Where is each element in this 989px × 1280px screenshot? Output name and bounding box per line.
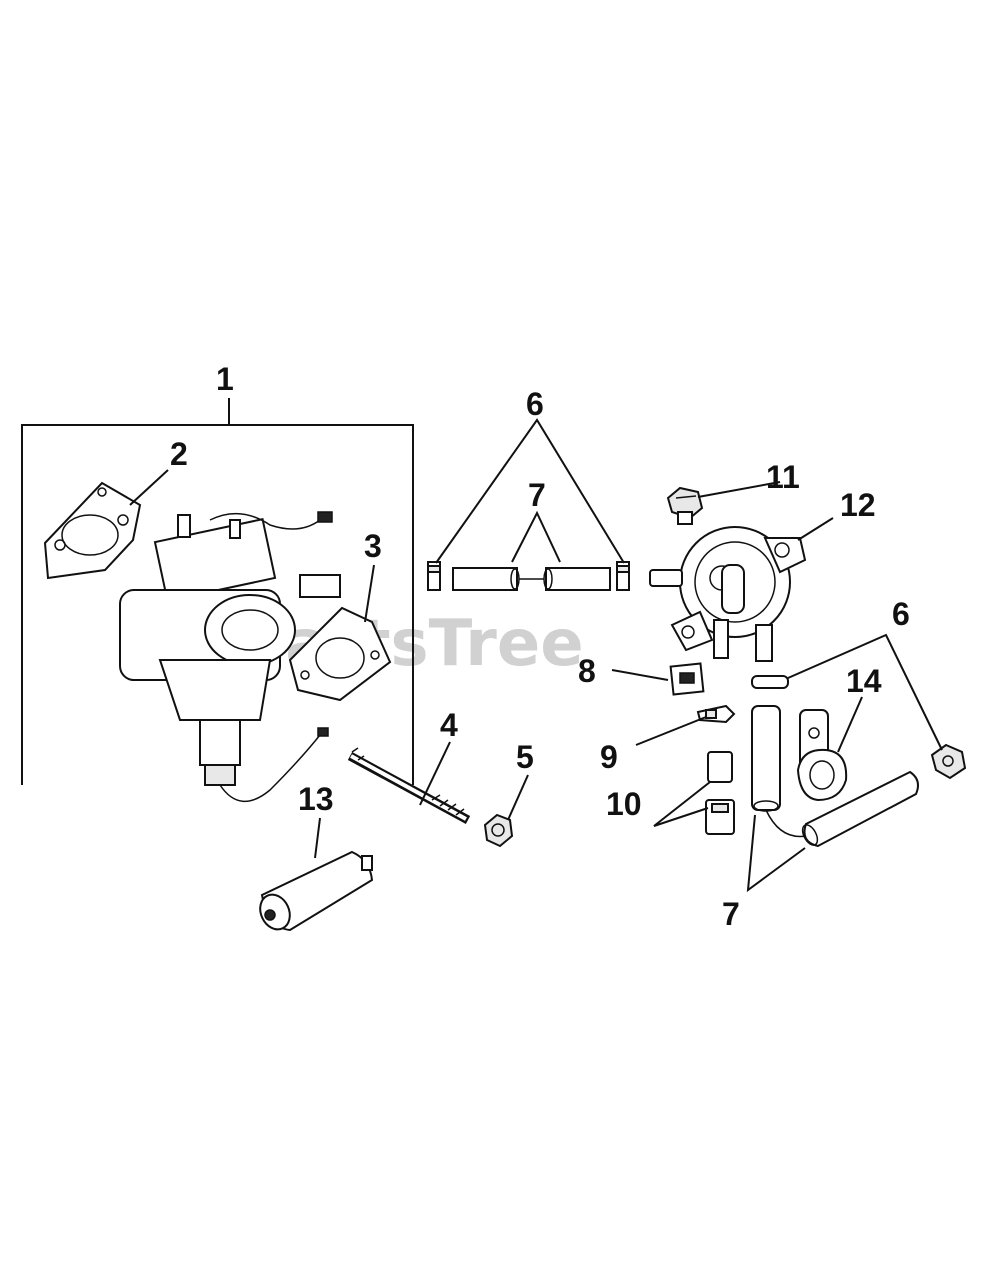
- callout-11[interactable]: 11: [766, 459, 800, 495]
- fitting-11[interactable]: [666, 486, 704, 525]
- hose-clamp-6-left[interactable]: [427, 561, 441, 591]
- gasket-3[interactable]: [288, 606, 392, 702]
- hose-clamp-6-right[interactable]: [616, 561, 630, 591]
- callout-2[interactable]: 2: [170, 436, 188, 472]
- hose-connector: [765, 809, 807, 838]
- hose-clamp-6-large[interactable]: [930, 743, 967, 780]
- carburetor-assembly-bracket: [21, 398, 414, 785]
- callout-1[interactable]: 1: [216, 361, 234, 397]
- callout-14[interactable]: 14: [846, 663, 882, 699]
- callout-7-top[interactable]: 7: [528, 477, 546, 513]
- callout-5[interactable]: 5: [516, 739, 534, 775]
- callout-10[interactable]: 10: [606, 786, 642, 822]
- callout-8[interactable]: 8: [578, 653, 596, 689]
- gasket-2[interactable]: [43, 481, 142, 580]
- fuel-line-7-right[interactable]: [543, 567, 611, 591]
- fuel-line-7-vertical[interactable]: [751, 705, 781, 812]
- nut-5[interactable]: [483, 813, 514, 848]
- block-8[interactable]: [669, 662, 705, 696]
- fuel-line-7-left[interactable]: [452, 567, 520, 591]
- fuel-pump-12[interactable]: [649, 526, 807, 662]
- callout-6-top[interactable]: 6: [526, 386, 544, 422]
- filter-10[interactable]: [705, 751, 735, 835]
- carburetor-body[interactable]: [119, 511, 341, 803]
- fuel-filter-13[interactable]: [255, 850, 374, 934]
- callout-7-bottom[interactable]: 7: [722, 896, 740, 932]
- leader-lines: [129, 469, 943, 893]
- callout-9[interactable]: 9: [600, 739, 618, 775]
- callout-12[interactable]: 12: [840, 487, 876, 523]
- fitting-9[interactable]: [696, 704, 736, 724]
- clip-14[interactable]: [796, 709, 848, 802]
- hose-clamp-6-small[interactable]: [751, 675, 789, 689]
- callout-13[interactable]: 13: [298, 781, 334, 817]
- callout-3[interactable]: 3: [364, 528, 382, 564]
- callout-4[interactable]: 4: [440, 707, 458, 743]
- stud-4[interactable]: [347, 747, 471, 824]
- fuel-line-7-diagonal[interactable]: [800, 770, 919, 848]
- callout-6-right[interactable]: 6: [892, 596, 910, 632]
- leader-lines-top: [435, 418, 625, 564]
